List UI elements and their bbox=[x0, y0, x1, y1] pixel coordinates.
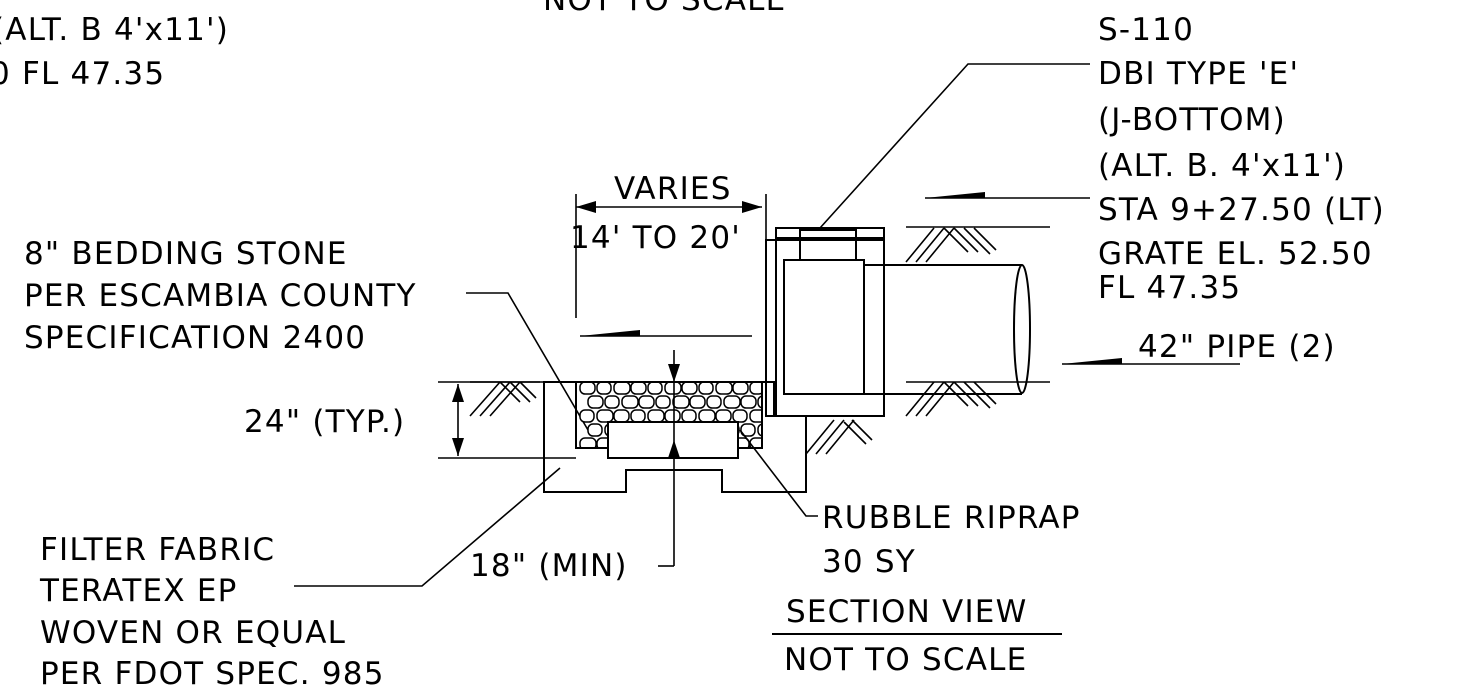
bedding-callout-line2: PER ESCAMBIA COUNTY bbox=[24, 278, 417, 314]
structure-type: DBI TYPE 'E' bbox=[1098, 56, 1299, 92]
riprap-stone bbox=[638, 395, 655, 409]
riprap-stone bbox=[630, 382, 647, 395]
depth-arrow-bottom bbox=[452, 438, 464, 456]
riprap-stone bbox=[749, 382, 762, 395]
bedding-callout-line3: SPECIFICATION 2400 bbox=[24, 320, 366, 356]
filter-fabric-line2: TERATEX EP bbox=[39, 573, 238, 609]
riprap-stone bbox=[664, 409, 681, 423]
top-left-note-line2: 0 FL 47.35 bbox=[0, 56, 165, 92]
riprap-outline bbox=[575, 381, 763, 449]
structure-grate-elevation: GRATE EL. 52.50 bbox=[1098, 236, 1373, 272]
riprap-stone bbox=[740, 395, 757, 409]
riprap-stone bbox=[723, 395, 741, 409]
riprap-stones bbox=[579, 382, 762, 448]
min-dimension-label: 18" (MIN) bbox=[470, 548, 628, 584]
riprap-stone bbox=[621, 395, 639, 409]
varies-arrow-left bbox=[576, 201, 596, 213]
min-arrow-top bbox=[668, 364, 680, 382]
riprap-stone bbox=[621, 423, 638, 437]
filter-fabric-line1: FILTER FABRIC bbox=[40, 532, 275, 568]
pipe-callout-arrow bbox=[1062, 358, 1122, 364]
pipe-42-inch bbox=[864, 264, 1031, 395]
section-title: SECTION VIEW bbox=[786, 594, 1027, 630]
riprap-stone bbox=[732, 409, 748, 423]
riprap-stone bbox=[715, 409, 732, 423]
section-subtitle: NOT TO SCALE bbox=[784, 642, 1027, 678]
riprap-stone bbox=[613, 409, 630, 423]
filter-fabric-callout: FILTER FABRIC TERATEX EP WOVEN OR EQUAL … bbox=[39, 532, 385, 688]
riprap-stone bbox=[706, 395, 722, 409]
riprap-stone bbox=[655, 395, 671, 409]
riprap-stone bbox=[749, 409, 762, 423]
ground-hatch-inlet-base bbox=[805, 419, 873, 455]
structure-flowline: FL 47.35 bbox=[1098, 270, 1241, 306]
riprap-stone bbox=[630, 437, 648, 448]
riprap-stone bbox=[587, 395, 604, 409]
riprap-callout-line2: 30 SY bbox=[822, 544, 916, 580]
min-arrow-bottom bbox=[668, 440, 680, 458]
bedding-callout-line1: 8" BEDDING STONE bbox=[24, 236, 348, 272]
structure-leader-line bbox=[819, 63, 1090, 229]
riprap-stone bbox=[613, 382, 631, 395]
riprap-stone bbox=[689, 423, 705, 437]
structure-alt: (ALT. B. 4'x11') bbox=[1098, 148, 1346, 184]
riprap-stone bbox=[757, 423, 762, 437]
riprap-stone bbox=[715, 382, 733, 395]
ground-hatch-right-bottom bbox=[905, 381, 1050, 417]
varies-dimension-range: 14' TO 20' bbox=[570, 220, 741, 256]
riprap-stone bbox=[681, 382, 698, 395]
grade-indicator-arrow bbox=[580, 330, 640, 336]
bedding-leader-line bbox=[466, 292, 589, 431]
riprap-stone bbox=[715, 437, 731, 448]
riprap-stone bbox=[655, 423, 673, 437]
riprap-stone bbox=[698, 382, 714, 395]
top-left-note-line1: (ALT. B 4'x11') bbox=[0, 12, 229, 48]
riprap-stone bbox=[647, 437, 664, 448]
bedding-callout: 8" BEDDING STONE PER ESCAMBIA COUNTY SPE… bbox=[24, 236, 417, 356]
structure-station: STA 9+27.50 (LT) bbox=[1098, 192, 1385, 228]
varies-dimension-label: VARIES bbox=[614, 171, 732, 207]
riprap-stone bbox=[596, 409, 614, 423]
riprap-stone bbox=[706, 423, 724, 437]
riprap-stone bbox=[587, 423, 603, 437]
structure-id: S-110 bbox=[1098, 12, 1194, 48]
structure-callout: S-110 DBI TYPE 'E' (J-BOTTOM) (ALT. B. 4… bbox=[1098, 12, 1385, 306]
riprap-stone bbox=[579, 409, 595, 423]
riprap-stone bbox=[672, 395, 690, 409]
filter-fabric-leader-line bbox=[294, 467, 561, 587]
ground-hatch-right-top bbox=[905, 226, 1050, 263]
riprap-stone bbox=[723, 423, 740, 437]
riprap-stone bbox=[698, 437, 715, 448]
ground-hatch-left bbox=[469, 381, 540, 417]
riprap-stone bbox=[732, 382, 749, 395]
varies-arrow-right bbox=[742, 201, 762, 213]
riprap-stone bbox=[664, 382, 682, 395]
riprap-stone bbox=[647, 409, 665, 423]
riprap-leader-line bbox=[739, 429, 818, 517]
riprap-stone bbox=[579, 382, 596, 395]
riprap-stone bbox=[689, 395, 706, 409]
depth-arrow-top bbox=[452, 384, 464, 402]
riprap-stone bbox=[630, 409, 646, 423]
riprap-stone bbox=[681, 409, 697, 423]
riprap-stone bbox=[596, 382, 612, 395]
pipe-callout-label: 42" PIPE (2) bbox=[1138, 329, 1336, 365]
top-not-to-scale-note: NOT TO SCALE bbox=[543, 0, 786, 18]
inlet-structure bbox=[765, 227, 885, 417]
structure-bottom: (J-BOTTOM) bbox=[1098, 102, 1286, 138]
riprap-stone bbox=[672, 423, 689, 437]
riprap-stone bbox=[604, 395, 620, 409]
riprap-stone bbox=[638, 423, 654, 437]
riprap-stone bbox=[698, 409, 716, 423]
riprap-stone bbox=[613, 437, 629, 448]
depth-dimension-label: 24" (TYP.) bbox=[244, 404, 405, 440]
riprap-callout-line1: RUBBLE RIPRAP bbox=[822, 500, 1081, 536]
station-leader-arrow bbox=[925, 192, 985, 198]
riprap-stone bbox=[647, 382, 663, 395]
filter-fabric-line4: PER FDOT SPEC. 985 bbox=[40, 656, 385, 688]
riprap-stone bbox=[681, 437, 699, 448]
filter-fabric-line3: WOVEN OR EQUAL bbox=[40, 615, 346, 651]
